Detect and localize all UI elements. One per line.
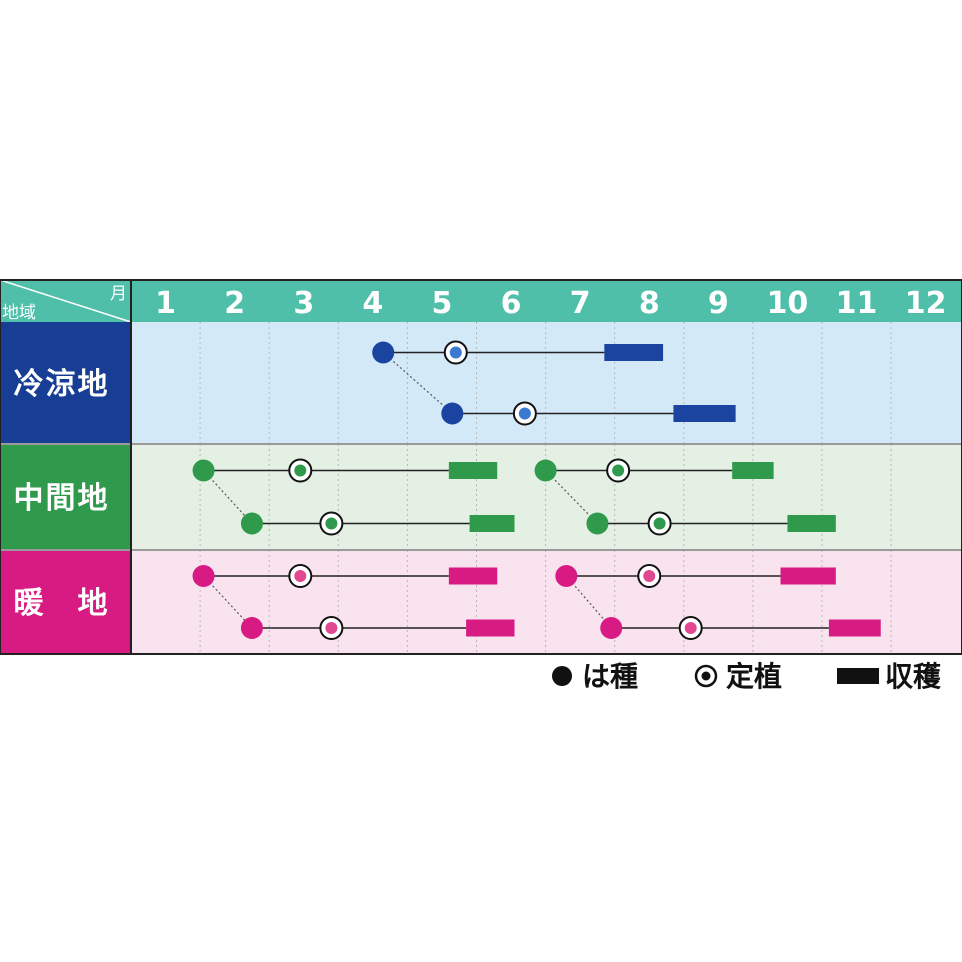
- month-label-3: 3: [293, 286, 314, 321]
- region-label-0: 冷涼地: [14, 367, 110, 402]
- region-label-1: 中間地: [14, 481, 110, 516]
- region-row-bg-2: [131, 550, 962, 654]
- chart-frame: [0, 279, 962, 655]
- harvest-bar: [469, 515, 515, 532]
- sowing-link: [382, 352, 453, 414]
- harvest-bar: [604, 344, 664, 361]
- sowing-dot: [192, 459, 215, 482]
- transplant-marker-inner: [518, 407, 531, 420]
- region-label-bg-2: [0, 550, 131, 654]
- sowing-dot: [192, 565, 215, 587]
- transplant-marker-inner: [325, 622, 338, 634]
- month-label-8: 8: [639, 286, 660, 321]
- region-label-bg-0: [0, 322, 131, 444]
- harvest-bar: [448, 462, 498, 479]
- sowing-dot: [600, 617, 623, 639]
- month-label-9: 9: [708, 286, 729, 321]
- transplant-marker-inner: [612, 464, 625, 477]
- sowing-link: [203, 575, 253, 629]
- harvest-bar: [787, 515, 836, 532]
- corner-month-label: 月: [110, 284, 127, 304]
- month-label-11: 11: [836, 286, 878, 321]
- month-label-4: 4: [362, 286, 383, 321]
- month-label-2: 2: [224, 286, 245, 321]
- transplant-marker-inner: [684, 622, 697, 634]
- corner-region-label: 地域: [2, 303, 36, 323]
- header-bar: [0, 280, 962, 322]
- transplant-marker-inner: [653, 517, 666, 530]
- transplant-marker-inner: [294, 464, 307, 477]
- month-label-10: 10: [767, 286, 809, 321]
- sowing-dot: [534, 459, 557, 482]
- harvest-bar: [466, 619, 515, 637]
- legend-label-sow: は種: [582, 660, 638, 693]
- region-row-bg-0: [131, 322, 962, 444]
- month-label-1: 1: [155, 286, 176, 321]
- legend-label-harvest: 収穫: [885, 660, 941, 693]
- transplant-marker-inner: [325, 517, 338, 530]
- sowing-link: [545, 470, 598, 524]
- region-label-2: 暖 地: [14, 586, 110, 621]
- legend-label-transplant: 定植: [726, 660, 782, 693]
- sowing-dot: [586, 512, 609, 535]
- harvest-bar: [780, 567, 836, 585]
- sowing-link: [203, 470, 253, 524]
- sowing-dot: [441, 402, 464, 425]
- legend-harvest-icon: [837, 668, 879, 684]
- harvest-bar: [448, 567, 498, 585]
- harvest-bar: [673, 405, 736, 422]
- legend-sowing-icon: [552, 666, 572, 686]
- month-label-12: 12: [905, 286, 947, 321]
- month-label-6: 6: [501, 286, 522, 321]
- sowing-dot: [240, 512, 263, 535]
- legend-transplant-icon-inner: [701, 671, 711, 681]
- transplant-marker-inner: [294, 570, 307, 582]
- transplant-marker-inner: [643, 570, 656, 582]
- corner-diagonal: [0, 279, 132, 323]
- region-label-bg-1: [0, 444, 131, 550]
- month-label-5: 5: [432, 286, 453, 321]
- transplant-marker-inner: [449, 346, 462, 359]
- sowing-dot: [372, 341, 395, 364]
- sowing-dot: [240, 617, 263, 639]
- sowing-dot: [555, 565, 578, 587]
- harvest-bar: [732, 462, 774, 479]
- harvest-bar: [828, 619, 881, 637]
- month-label-7: 7: [570, 286, 591, 321]
